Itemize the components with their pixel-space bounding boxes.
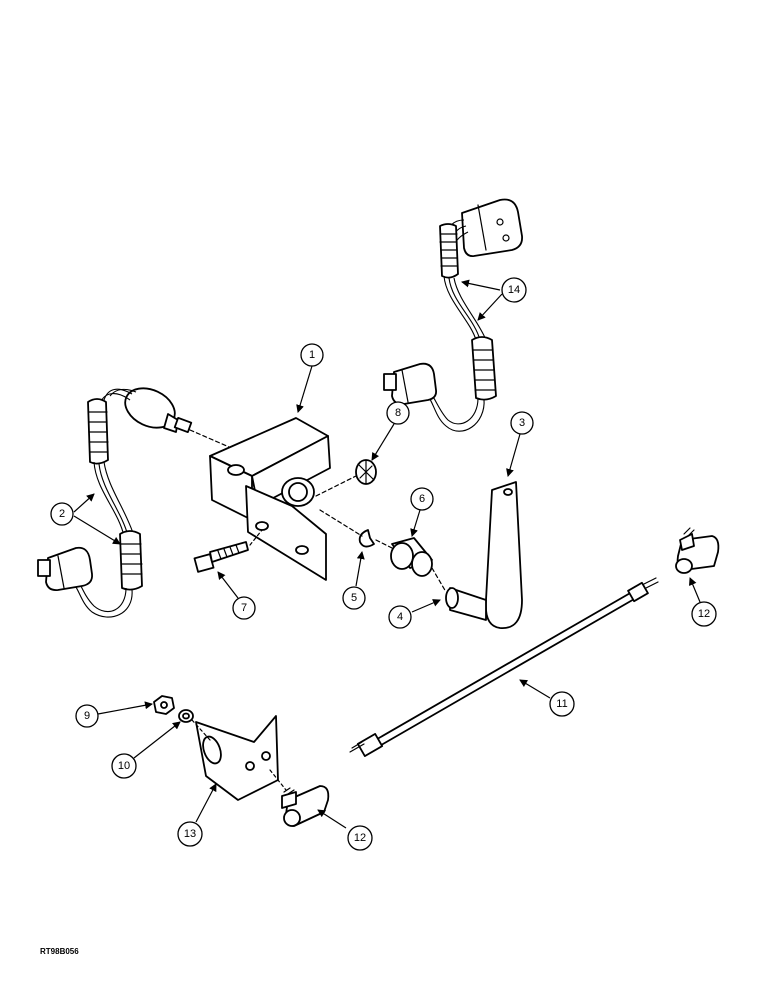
wire-harness-14 xyxy=(383,198,523,432)
callout-label: 9 xyxy=(84,710,90,722)
bushing-6 xyxy=(390,537,433,577)
callout-5 xyxy=(342,586,366,610)
callout-13 xyxy=(177,821,203,847)
callout-6 xyxy=(410,487,434,511)
callout-label: 10 xyxy=(118,760,130,772)
callout-label: 6 xyxy=(419,493,425,505)
callouts: 1 2 3 4 5 6 7 8 9 xyxy=(50,277,717,851)
e-clip-5 xyxy=(358,529,375,548)
wire-harness-2 xyxy=(37,387,193,618)
callout-2 xyxy=(50,502,74,526)
callout-label: 3 xyxy=(519,417,525,429)
callout-10 xyxy=(111,753,137,779)
bolt-7 xyxy=(193,541,249,573)
callout-label: 2 xyxy=(59,508,65,520)
callout-label: 13 xyxy=(184,828,196,840)
callout-4 xyxy=(388,605,412,629)
callout-14 xyxy=(501,277,527,303)
ball-joint-12-lower xyxy=(281,785,330,827)
callout-label: 1 xyxy=(309,349,315,361)
callout-label: 4 xyxy=(397,611,403,623)
callout-label: 8 xyxy=(395,407,401,419)
callout-label: 12 xyxy=(698,608,710,620)
callout-3 xyxy=(510,411,534,435)
callout-12-lower xyxy=(347,825,373,851)
callout-label: 11 xyxy=(556,698,567,710)
callout-label: 7 xyxy=(241,602,247,614)
callout-label: 14 xyxy=(508,284,520,296)
lever-3 xyxy=(445,481,523,629)
callout-label: 5 xyxy=(351,592,357,604)
star-washer-8 xyxy=(355,459,377,485)
callout-8 xyxy=(386,401,410,425)
callout-9 xyxy=(75,704,99,728)
callout-12-upper xyxy=(691,601,717,627)
figure-code: RT98B056 xyxy=(40,947,79,956)
ball-joint-12-upper xyxy=(675,527,720,574)
nut-9 xyxy=(153,695,175,715)
rod-11 xyxy=(349,577,659,757)
bracket-1 xyxy=(209,417,331,581)
washer-10 xyxy=(178,709,194,723)
callout-label: 12 xyxy=(354,832,366,844)
callout-11 xyxy=(549,691,575,717)
bracket-13 xyxy=(195,715,279,801)
callout-7 xyxy=(232,596,256,620)
callout-1 xyxy=(300,343,324,367)
